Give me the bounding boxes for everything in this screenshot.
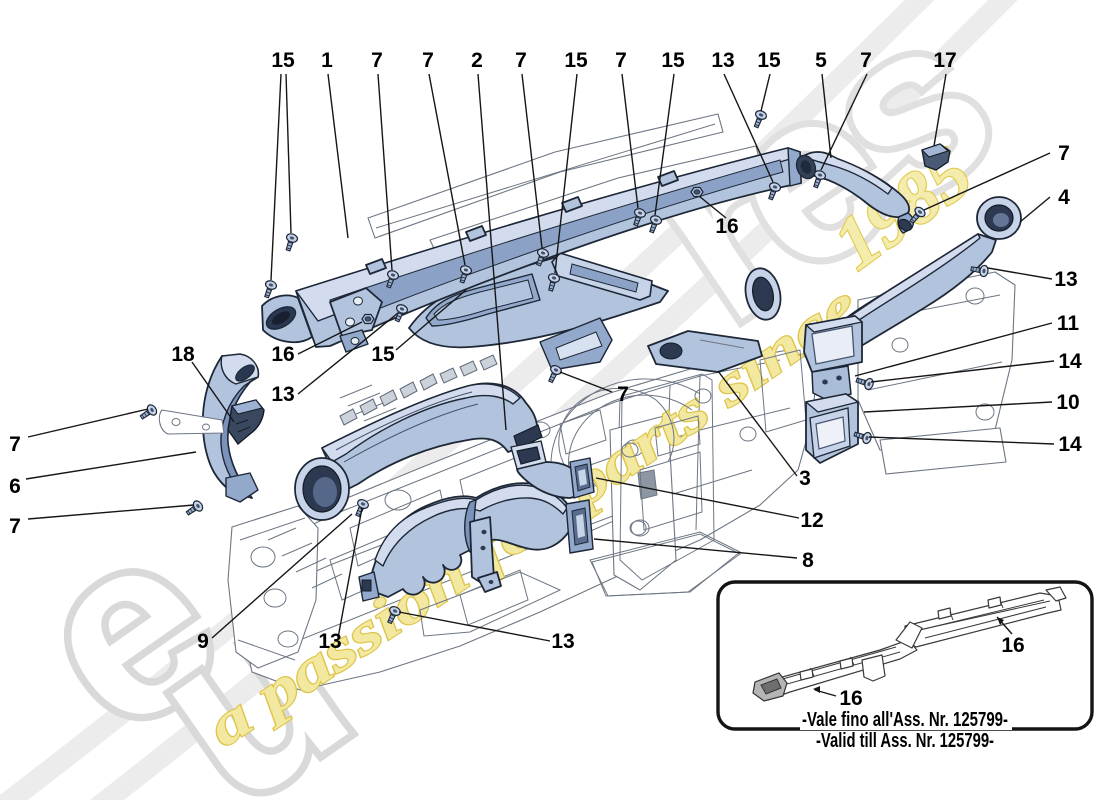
svg-text:7: 7 bbox=[422, 49, 434, 72]
svg-text:14: 14 bbox=[1058, 433, 1082, 456]
svg-text:2: 2 bbox=[471, 49, 483, 72]
svg-text:-Valid till Ass. Nr. 125799-: -Valid till Ass. Nr. 125799- bbox=[816, 730, 994, 752]
svg-text:7: 7 bbox=[615, 49, 627, 72]
svg-text:16: 16 bbox=[271, 343, 294, 366]
svg-text:7: 7 bbox=[9, 433, 21, 456]
svg-text:15: 15 bbox=[371, 343, 395, 366]
svg-text:6: 6 bbox=[9, 475, 21, 498]
svg-text:16: 16 bbox=[1001, 634, 1024, 657]
svg-text:11: 11 bbox=[1057, 312, 1080, 335]
svg-text:13: 13 bbox=[551, 630, 574, 653]
svg-text:5: 5 bbox=[815, 49, 827, 72]
svg-text:1: 1 bbox=[321, 49, 333, 72]
svg-text:4: 4 bbox=[1058, 186, 1070, 209]
svg-text:18: 18 bbox=[171, 343, 195, 366]
svg-text:7: 7 bbox=[371, 49, 383, 72]
svg-text:13: 13 bbox=[1054, 268, 1077, 291]
svg-text:-Vale fino all'Ass. Nr. 125799: -Vale fino all'Ass. Nr. 125799- bbox=[802, 709, 1008, 731]
svg-text:12: 12 bbox=[800, 509, 823, 532]
svg-text:15: 15 bbox=[564, 49, 588, 72]
svg-text:16: 16 bbox=[839, 687, 862, 710]
svg-text:7: 7 bbox=[617, 383, 629, 406]
svg-text:14: 14 bbox=[1058, 350, 1082, 373]
svg-text:7: 7 bbox=[9, 515, 21, 538]
svg-text:7: 7 bbox=[860, 49, 872, 72]
svg-text:7: 7 bbox=[1058, 142, 1070, 165]
svg-text:8: 8 bbox=[802, 549, 814, 572]
svg-text:9: 9 bbox=[197, 630, 209, 653]
svg-text:3: 3 bbox=[799, 467, 811, 490]
svg-text:15: 15 bbox=[661, 49, 685, 72]
svg-text:7: 7 bbox=[515, 49, 527, 72]
svg-text:16: 16 bbox=[715, 215, 738, 238]
svg-text:17: 17 bbox=[933, 49, 956, 72]
svg-text:15: 15 bbox=[271, 49, 295, 72]
svg-text:15: 15 bbox=[757, 49, 781, 72]
svg-text:13: 13 bbox=[711, 49, 734, 72]
svg-text:13: 13 bbox=[271, 383, 294, 406]
svg-text:10: 10 bbox=[1056, 391, 1079, 414]
svg-text:13: 13 bbox=[318, 630, 341, 653]
